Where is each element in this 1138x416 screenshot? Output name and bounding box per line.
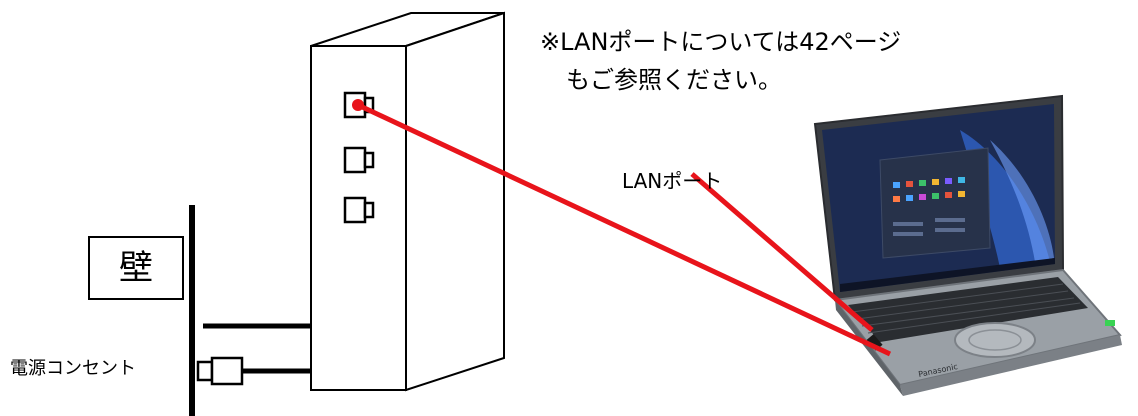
- router-lan-port-2-icon: [343, 146, 375, 174]
- laptop-keyboard: [848, 277, 1088, 342]
- start-menu-panel: [879, 147, 991, 259]
- reference-note-line-1: ※LANポートについては42ページ: [540, 28, 902, 56]
- taskbar: [840, 258, 1055, 292]
- lan-port-pointer: [690, 172, 874, 332]
- reference-note-line-2: もご参照ください。: [566, 66, 782, 94]
- lan-cable: [356, 102, 892, 357]
- laptop-illustration: [813, 94, 1122, 396]
- power-outlet-label: 電源コンセント: [10, 358, 136, 379]
- status-led-icon: [1105, 320, 1115, 326]
- router-lan-port-3-icon: [343, 196, 375, 224]
- lan-port-label: LANポート: [622, 169, 723, 193]
- cable-connector-dot: [352, 99, 364, 111]
- laptop-left-side: [835, 300, 903, 396]
- wall-label: 壁: [88, 236, 184, 300]
- start-menu-app-icons: [893, 177, 965, 236]
- laptop-front-edge: [900, 335, 1122, 396]
- power-outlet-plug-icon: [196, 356, 244, 386]
- circular-touchpad: [954, 322, 1036, 358]
- router-box: [310, 11, 505, 392]
